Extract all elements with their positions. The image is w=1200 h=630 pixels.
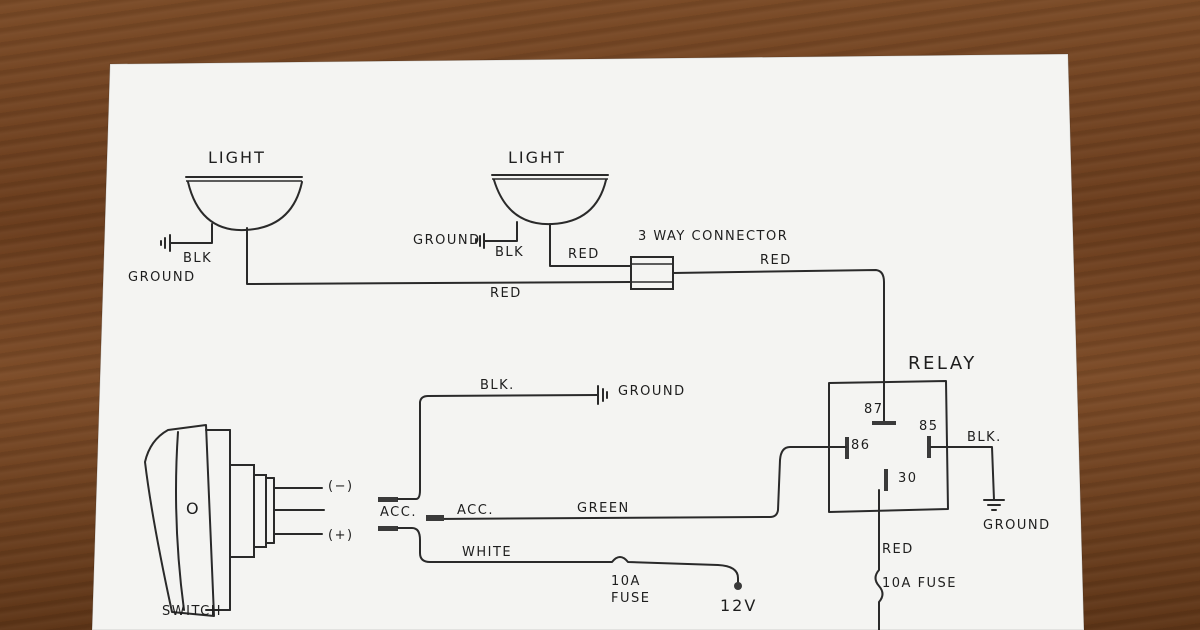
blk-relay-label: BLK. — [967, 430, 1002, 445]
switch-o-label: O — [186, 499, 201, 518]
light-right-label: LIGHT — [508, 148, 566, 167]
red-bottom-label: RED — [490, 286, 522, 301]
light-left — [185, 176, 303, 232]
ground-symbol-mid — [475, 233, 485, 249]
wire-white — [397, 527, 739, 584]
wire-blk-relay-ground — [930, 446, 995, 501]
ground-symbol-switch — [597, 385, 608, 405]
pin-85-label: 85 — [919, 419, 939, 434]
light-right — [491, 174, 609, 226]
ground-left-label: GROUND — [128, 270, 196, 285]
fuse-relay-label: 10A FUSE — [882, 576, 957, 591]
fuse-10a-label: 10A — [611, 574, 641, 589]
ground-switch-label: GROUND — [618, 384, 686, 399]
pin-87-terminal — [872, 421, 896, 425]
blk-left-label: BLK — [183, 251, 212, 266]
v12-label: 12V — [720, 596, 757, 615]
switch-terminal-power — [378, 526, 398, 531]
fuse-word-label: FUSE — [611, 591, 650, 606]
acc-pin-label: ACC. — [380, 505, 417, 520]
red-relay-label: RED — [882, 542, 914, 557]
pin-30-label: 30 — [898, 471, 918, 486]
relay-title: RELAY — [908, 353, 977, 374]
wire-blk-mid — [483, 221, 518, 242]
pin-85-terminal — [927, 436, 931, 458]
light-left-label: LIGHT — [208, 148, 266, 167]
green-label: GREEN — [577, 501, 630, 516]
wire-blk-switch — [397, 394, 599, 500]
wire-green — [432, 446, 847, 520]
wire-red-relay-fuse — [874, 489, 884, 630]
ground-relay-label: GROUND — [983, 518, 1051, 533]
switch-label: SWITCH — [162, 604, 222, 619]
acc-wire-label: ACC. — [457, 503, 494, 518]
white-label: WHITE — [462, 545, 512, 560]
ground-symbol-left — [160, 234, 171, 252]
rocker-switch — [144, 424, 325, 617]
pin-30-terminal — [884, 469, 888, 491]
pin-86-label: 86 — [851, 438, 871, 453]
three-way-connector-label: 3 WAY CONNECTOR — [638, 229, 788, 244]
blk-switch-label: BLK. — [480, 378, 515, 393]
pin-87-label: 87 — [864, 402, 884, 417]
terminal-12v — [734, 582, 742, 590]
pin-86-terminal — [845, 437, 849, 459]
minus-label: (−) — [328, 479, 354, 494]
wire-red-to-relay — [672, 269, 885, 423]
ground-mid-label: GROUND — [413, 233, 481, 248]
switch-terminal-ground — [378, 497, 398, 502]
ground-symbol-relay — [983, 499, 1005, 511]
wire-blk-left — [169, 223, 213, 244]
plus-label: (+) — [328, 528, 354, 543]
red-mid-label: RED — [568, 247, 600, 262]
relay-box — [828, 380, 949, 513]
blk-mid-label: BLK — [495, 245, 524, 260]
red-top-right-label: RED — [760, 253, 792, 268]
wire-red-right-light — [549, 223, 631, 267]
wire-red-left-light — [246, 227, 631, 285]
paper-sheet — [92, 54, 1084, 630]
acc-terminal — [426, 515, 444, 521]
